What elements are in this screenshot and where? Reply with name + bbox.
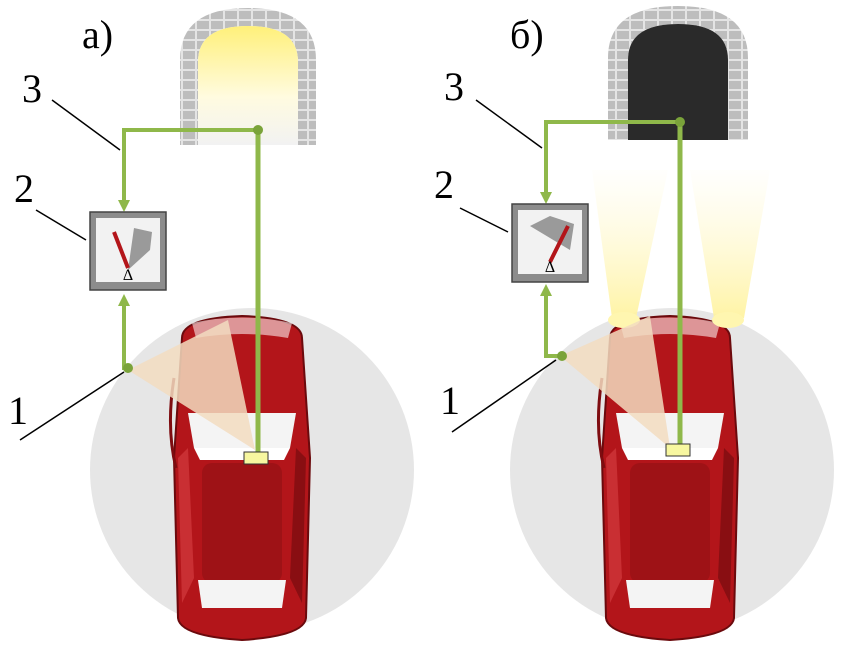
leader-3: [51, 99, 121, 151]
callout-1-a: 1: [8, 388, 28, 433]
arrow-up: [540, 284, 552, 296]
leader-3: [475, 99, 543, 149]
tunnel-lit: [180, 8, 316, 145]
wire-to-meter-top: [122, 128, 258, 208]
wire-to-meter-bottom: [544, 290, 562, 358]
sensor-dot: [123, 363, 133, 373]
panel-a: а) Δ 3: [8, 8, 414, 642]
meter-b: Δ: [511, 203, 589, 283]
callout-1-b: 1: [440, 378, 460, 423]
sensor-cone: [560, 316, 670, 448]
headlight-beam-left: [592, 170, 668, 318]
meter-needle: [112, 231, 130, 269]
camera-module: [243, 451, 269, 465]
panel-b: б) Δ 3 2: [434, 6, 834, 642]
headlight-beam-right: [690, 170, 770, 318]
arrow-down: [118, 200, 130, 212]
leader-2: [35, 209, 87, 241]
panel-label-b: б): [510, 12, 544, 57]
arrow-down: [540, 192, 552, 204]
callout-2-b: 2: [434, 162, 454, 207]
meter-a: Δ: [89, 211, 167, 291]
camera-module: [665, 443, 691, 457]
sensor-dot: [557, 351, 567, 361]
arrow-up: [118, 294, 130, 306]
callout-3-a: 3: [22, 66, 42, 111]
leader-2: [459, 207, 509, 233]
meter-delta: Δ: [123, 267, 133, 284]
leader-1: [451, 359, 557, 433]
junction-dot: [253, 125, 263, 135]
wire-to-meter-bottom: [122, 300, 128, 370]
headlight-right: [712, 312, 744, 328]
callout-3-b: 3: [444, 64, 464, 109]
junction-dot: [675, 117, 685, 127]
tunnel-dark: [608, 6, 748, 140]
wire-to-meter-top: [544, 120, 680, 200]
meter-needle: [548, 225, 570, 263]
callout-2-a: 2: [14, 166, 34, 211]
meter-delta: Δ: [545, 259, 555, 276]
sensor-cone: [128, 320, 255, 450]
leader-1: [19, 371, 125, 441]
panel-label-a: а): [82, 12, 113, 57]
